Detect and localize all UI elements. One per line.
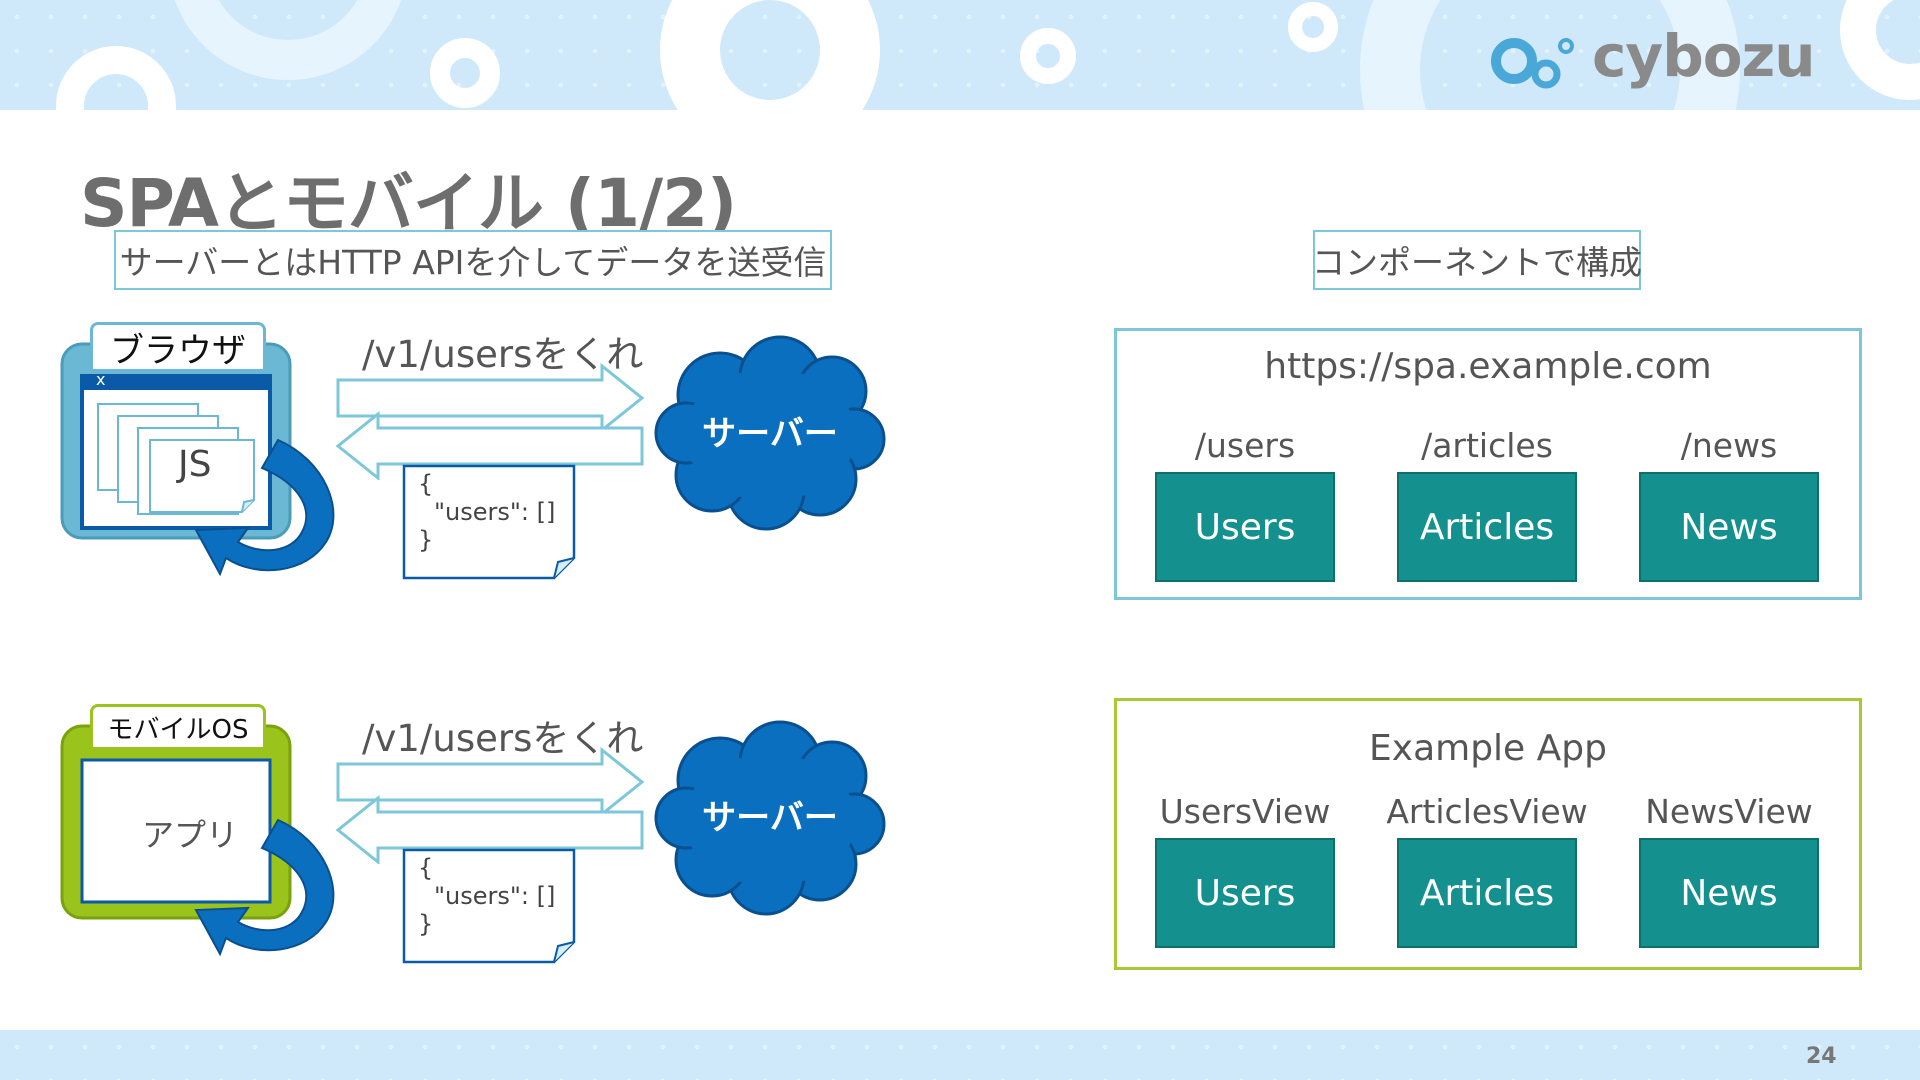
logo-text: cybozu [1592, 22, 1816, 90]
app-component-users: Users [1155, 838, 1335, 948]
page-number: 24 [1806, 1044, 1837, 1069]
mobile-os-tab-label: モバイルOS [90, 704, 266, 750]
app-component-news-label: News [1680, 872, 1778, 914]
browser-client-graphic [60, 342, 335, 577]
mobile-json-line-3: } [418, 910, 434, 938]
browser-json-line-3: } [418, 526, 434, 554]
left-subtitle: サーバーとはHTTP APIを介してデータを送受信 [114, 230, 832, 290]
view-articles: ArticlesView [1386, 792, 1588, 831]
browser-json-line-2: "users": [] [434, 498, 556, 526]
view-news: NewsView [1645, 792, 1813, 831]
route-news: /news [1680, 426, 1778, 465]
browser-tab-label: ブラウザ [90, 322, 266, 372]
app-label: アプリ [142, 816, 239, 854]
mobile-app-title: Example App [1369, 728, 1607, 769]
mobile-request-label: /v1/usersをくれ [362, 717, 644, 760]
component-news-label: News [1680, 506, 1778, 548]
mobile-json-doc [402, 848, 576, 964]
browser-request-arrows [335, 362, 645, 480]
app-component-news: News [1639, 838, 1819, 948]
mobile-client-graphic [60, 724, 335, 957]
browser-label-text: ブラウザ [110, 330, 246, 371]
browser-json-line-1: { [418, 470, 434, 498]
mobile-server-cloud [654, 720, 886, 916]
route-users: /users [1194, 426, 1296, 465]
app-component-articles: Articles [1397, 838, 1577, 948]
view-users: UsersView [1159, 792, 1331, 831]
mobile-json-line-1: { [418, 854, 434, 882]
mobile-request-arrows [335, 746, 645, 864]
js-label: JS [178, 444, 212, 485]
browser-server-cloud [654, 335, 886, 531]
web-app-url: https://spa.example.com [1264, 346, 1712, 387]
route-articles: /articles [1421, 426, 1553, 465]
mobile-os-label-text: モバイルOS [107, 714, 249, 745]
right-subtitle: コンポーネントで構成 [1312, 230, 1642, 290]
component-users: Users [1155, 472, 1335, 582]
cybozu-logo [1490, 30, 1900, 100]
browser-close-icon: x [96, 372, 105, 388]
logo-mark-icon [1491, 38, 1574, 89]
left-subtitle-text: サーバーとはHTTP APIを介してデータを送受信 [119, 243, 827, 282]
slide-title: SPAとモバイル (1/2) [80, 165, 737, 242]
browser-request-label: /v1/usersをくれ [362, 333, 644, 376]
component-articles-label: Articles [1419, 506, 1555, 548]
mobile-json-line-2: "users": [] [434, 882, 556, 910]
mobile-server-label: サーバー [702, 798, 838, 838]
right-subtitle-text: コンポーネントで構成 [1312, 243, 1642, 282]
header-band [0, 0, 1920, 110]
browser-json-doc [402, 464, 576, 580]
component-articles: Articles [1397, 472, 1577, 582]
footer-band [0, 1030, 1920, 1080]
app-component-users-label: Users [1194, 872, 1296, 914]
browser-server-label: サーバー [702, 414, 838, 454]
component-users-label: Users [1194, 506, 1296, 548]
browser-close-text: x [96, 370, 106, 389]
app-component-articles-label: Articles [1419, 872, 1555, 914]
component-news: News [1639, 472, 1819, 582]
